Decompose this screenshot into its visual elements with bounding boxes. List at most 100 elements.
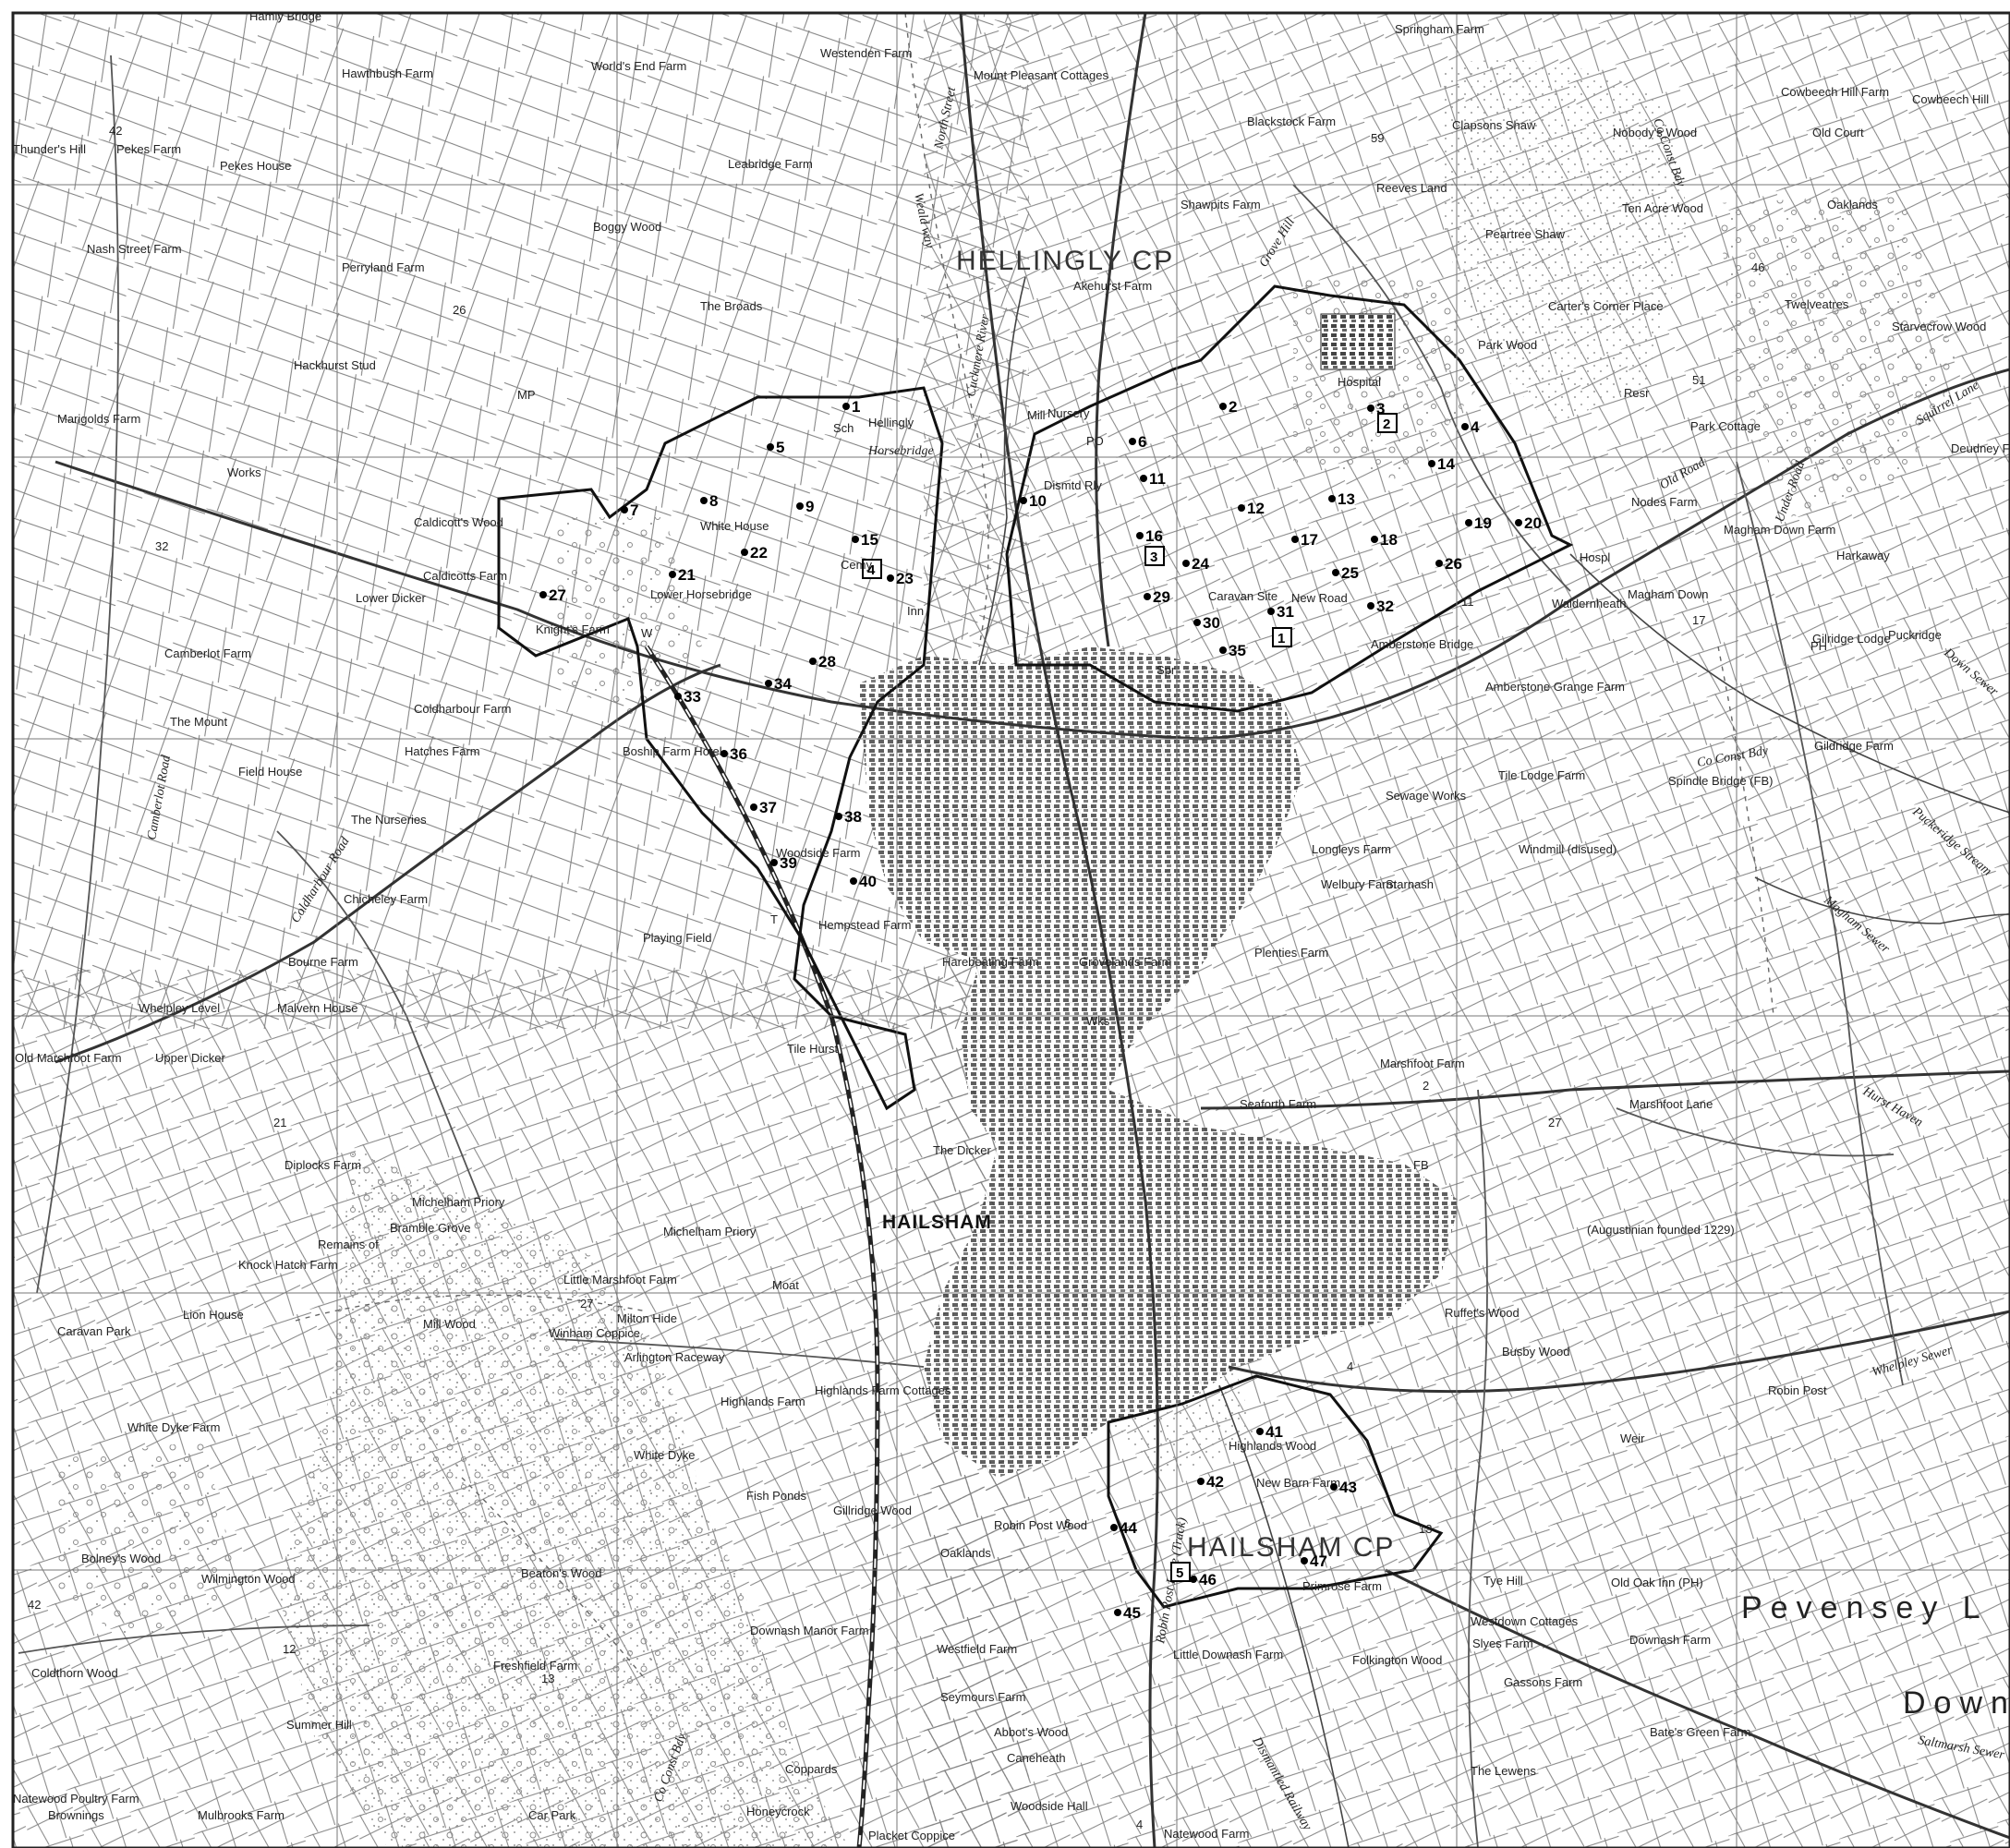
place-label: Nash Street Farm: [87, 242, 182, 256]
site-number: 35: [1229, 642, 1246, 659]
place-label: Windmill (disused): [1519, 842, 1616, 856]
spot-height: 2: [1423, 1079, 1429, 1093]
place-label: Tile Hurst: [787, 1042, 839, 1056]
place-label: Pekes House: [220, 159, 291, 173]
boxed-site-number: 5: [1176, 1565, 1183, 1581]
hospital-building: [1320, 313, 1396, 370]
boxed-site-frame: [1144, 546, 1165, 566]
place-label: Shawpits Farm: [1181, 198, 1261, 211]
spot-height: 21: [273, 1116, 286, 1129]
place-label: Grovelands Farm: [1079, 955, 1171, 969]
place-label: Nobody's Wood: [1613, 126, 1697, 139]
place-label: Oaklands: [940, 1546, 991, 1560]
place-label: Twelveatres: [1785, 297, 1849, 311]
boxed-site-frame: [1377, 413, 1398, 433]
place-label: Michelham Priory: [663, 1225, 757, 1238]
place-label: Car Park: [528, 1808, 576, 1822]
minor-roads: [18, 54, 1904, 1848]
place-label: Hackhurst Stud: [294, 358, 376, 372]
boxed-site-number: 4: [867, 562, 876, 578]
spot-height: 59: [1371, 131, 1384, 145]
town-label: Cowbeech Hill: [1912, 92, 1989, 106]
place-label: Hatches Farm: [405, 744, 480, 758]
site-number: 42: [1206, 1473, 1224, 1491]
place-label: Westenden Farm: [820, 46, 912, 60]
map-abbreviation: PO: [1086, 434, 1104, 448]
place-label: Ten Acre Wood: [1622, 201, 1703, 215]
place-label: Tye Hill: [1483, 1574, 1523, 1588]
site-dot: [1190, 1576, 1197, 1583]
spot-height: 6: [1064, 1516, 1071, 1530]
place-label: Honeycrock: [746, 1805, 810, 1818]
place-label: White House: [700, 519, 769, 533]
place-label: Gilridge Lodge: [1812, 632, 1891, 646]
site-number: 7: [630, 501, 638, 519]
site-number: 20: [1524, 514, 1542, 532]
site-dot: [1428, 460, 1435, 467]
site-number: 19: [1474, 514, 1492, 532]
site-dot: [1461, 423, 1469, 430]
site-dot: [1515, 519, 1522, 526]
site-dot: [1367, 405, 1374, 412]
place-label: Natewood Poultry Farm: [13, 1792, 139, 1806]
site-dot: [1182, 560, 1190, 567]
boxed-site-number: 2: [1383, 417, 1390, 432]
map-abbreviation: Dismtd Rly: [1044, 478, 1102, 492]
place-label: Old Court: [1812, 126, 1864, 139]
boxed-site-frame: [1272, 627, 1292, 647]
place-label: The Broads: [700, 299, 763, 313]
boxed-site-frame: [862, 559, 882, 579]
map-abbreviation: MP: [517, 388, 536, 402]
site-number: 30: [1203, 614, 1220, 632]
place-label: Busby Wood: [1502, 1345, 1569, 1359]
site-dot: [770, 859, 778, 866]
site-number: 32: [1376, 598, 1394, 615]
spot-height: 42: [28, 1598, 41, 1612]
place-label: Puckridge: [1888, 628, 1942, 642]
place-label: Coldthorn Wood: [31, 1666, 118, 1680]
place-label: Michelham Priory: [412, 1195, 505, 1209]
place-label: Robin Post Wood: [994, 1518, 1087, 1532]
site-number: 31: [1277, 603, 1294, 621]
site-dot: [1219, 403, 1227, 410]
place-label: Welbury Farm: [1321, 877, 1396, 891]
woodland-areas: [55, 60, 1958, 1848]
place-label: Amberstone Grange Farm: [1485, 680, 1625, 694]
site-number: 40: [859, 873, 877, 890]
place-label: Bourne Farm: [288, 955, 358, 969]
place-label: Old Marshfoot Farm: [15, 1051, 122, 1065]
place-label: Deudney Farm: [1951, 441, 2010, 455]
feature-label: Horsebridge: [867, 444, 934, 458]
place-label: Oaklands: [1827, 198, 1878, 211]
site-number: 14: [1437, 455, 1455, 473]
place-label: Folkington Wood: [1352, 1653, 1442, 1667]
place-label: Marshfoot Farm: [1380, 1057, 1465, 1070]
spot-height: 13: [1419, 1522, 1432, 1536]
place-label: Summer Hill: [286, 1718, 352, 1732]
place-label: Akehurst Farm: [1073, 279, 1152, 293]
site-dot: [1193, 619, 1201, 626]
place-label: Abbot's Wood: [994, 1725, 1068, 1739]
map-frame: [11, 11, 2010, 1848]
site-dot: [700, 497, 708, 504]
place-label: Nodes Farm: [1631, 495, 1698, 509]
spot-height: 11: [1461, 595, 1474, 609]
place-label: Little Marshfoot Farm: [563, 1273, 677, 1286]
site-number: 13: [1338, 490, 1355, 508]
place-label: Winham Coppice: [549, 1326, 640, 1340]
place-label: Woodside Farm: [776, 846, 861, 860]
map-abbreviation: Spr: [1156, 663, 1176, 677]
place-label: Ruffet's Wood: [1445, 1306, 1520, 1320]
site-dot: [1256, 1428, 1264, 1435]
place-label: The Dicker: [933, 1143, 992, 1157]
site-number: 1: [852, 398, 860, 416]
place-label: White Dyke: [634, 1448, 695, 1462]
spot-height: 4: [1347, 1359, 1353, 1373]
place-label: Magham Down Farm: [1724, 523, 1835, 537]
site-number: 23: [896, 570, 914, 587]
place-label: Bramble Grove: [390, 1221, 470, 1235]
place-label: Moat: [772, 1278, 799, 1292]
